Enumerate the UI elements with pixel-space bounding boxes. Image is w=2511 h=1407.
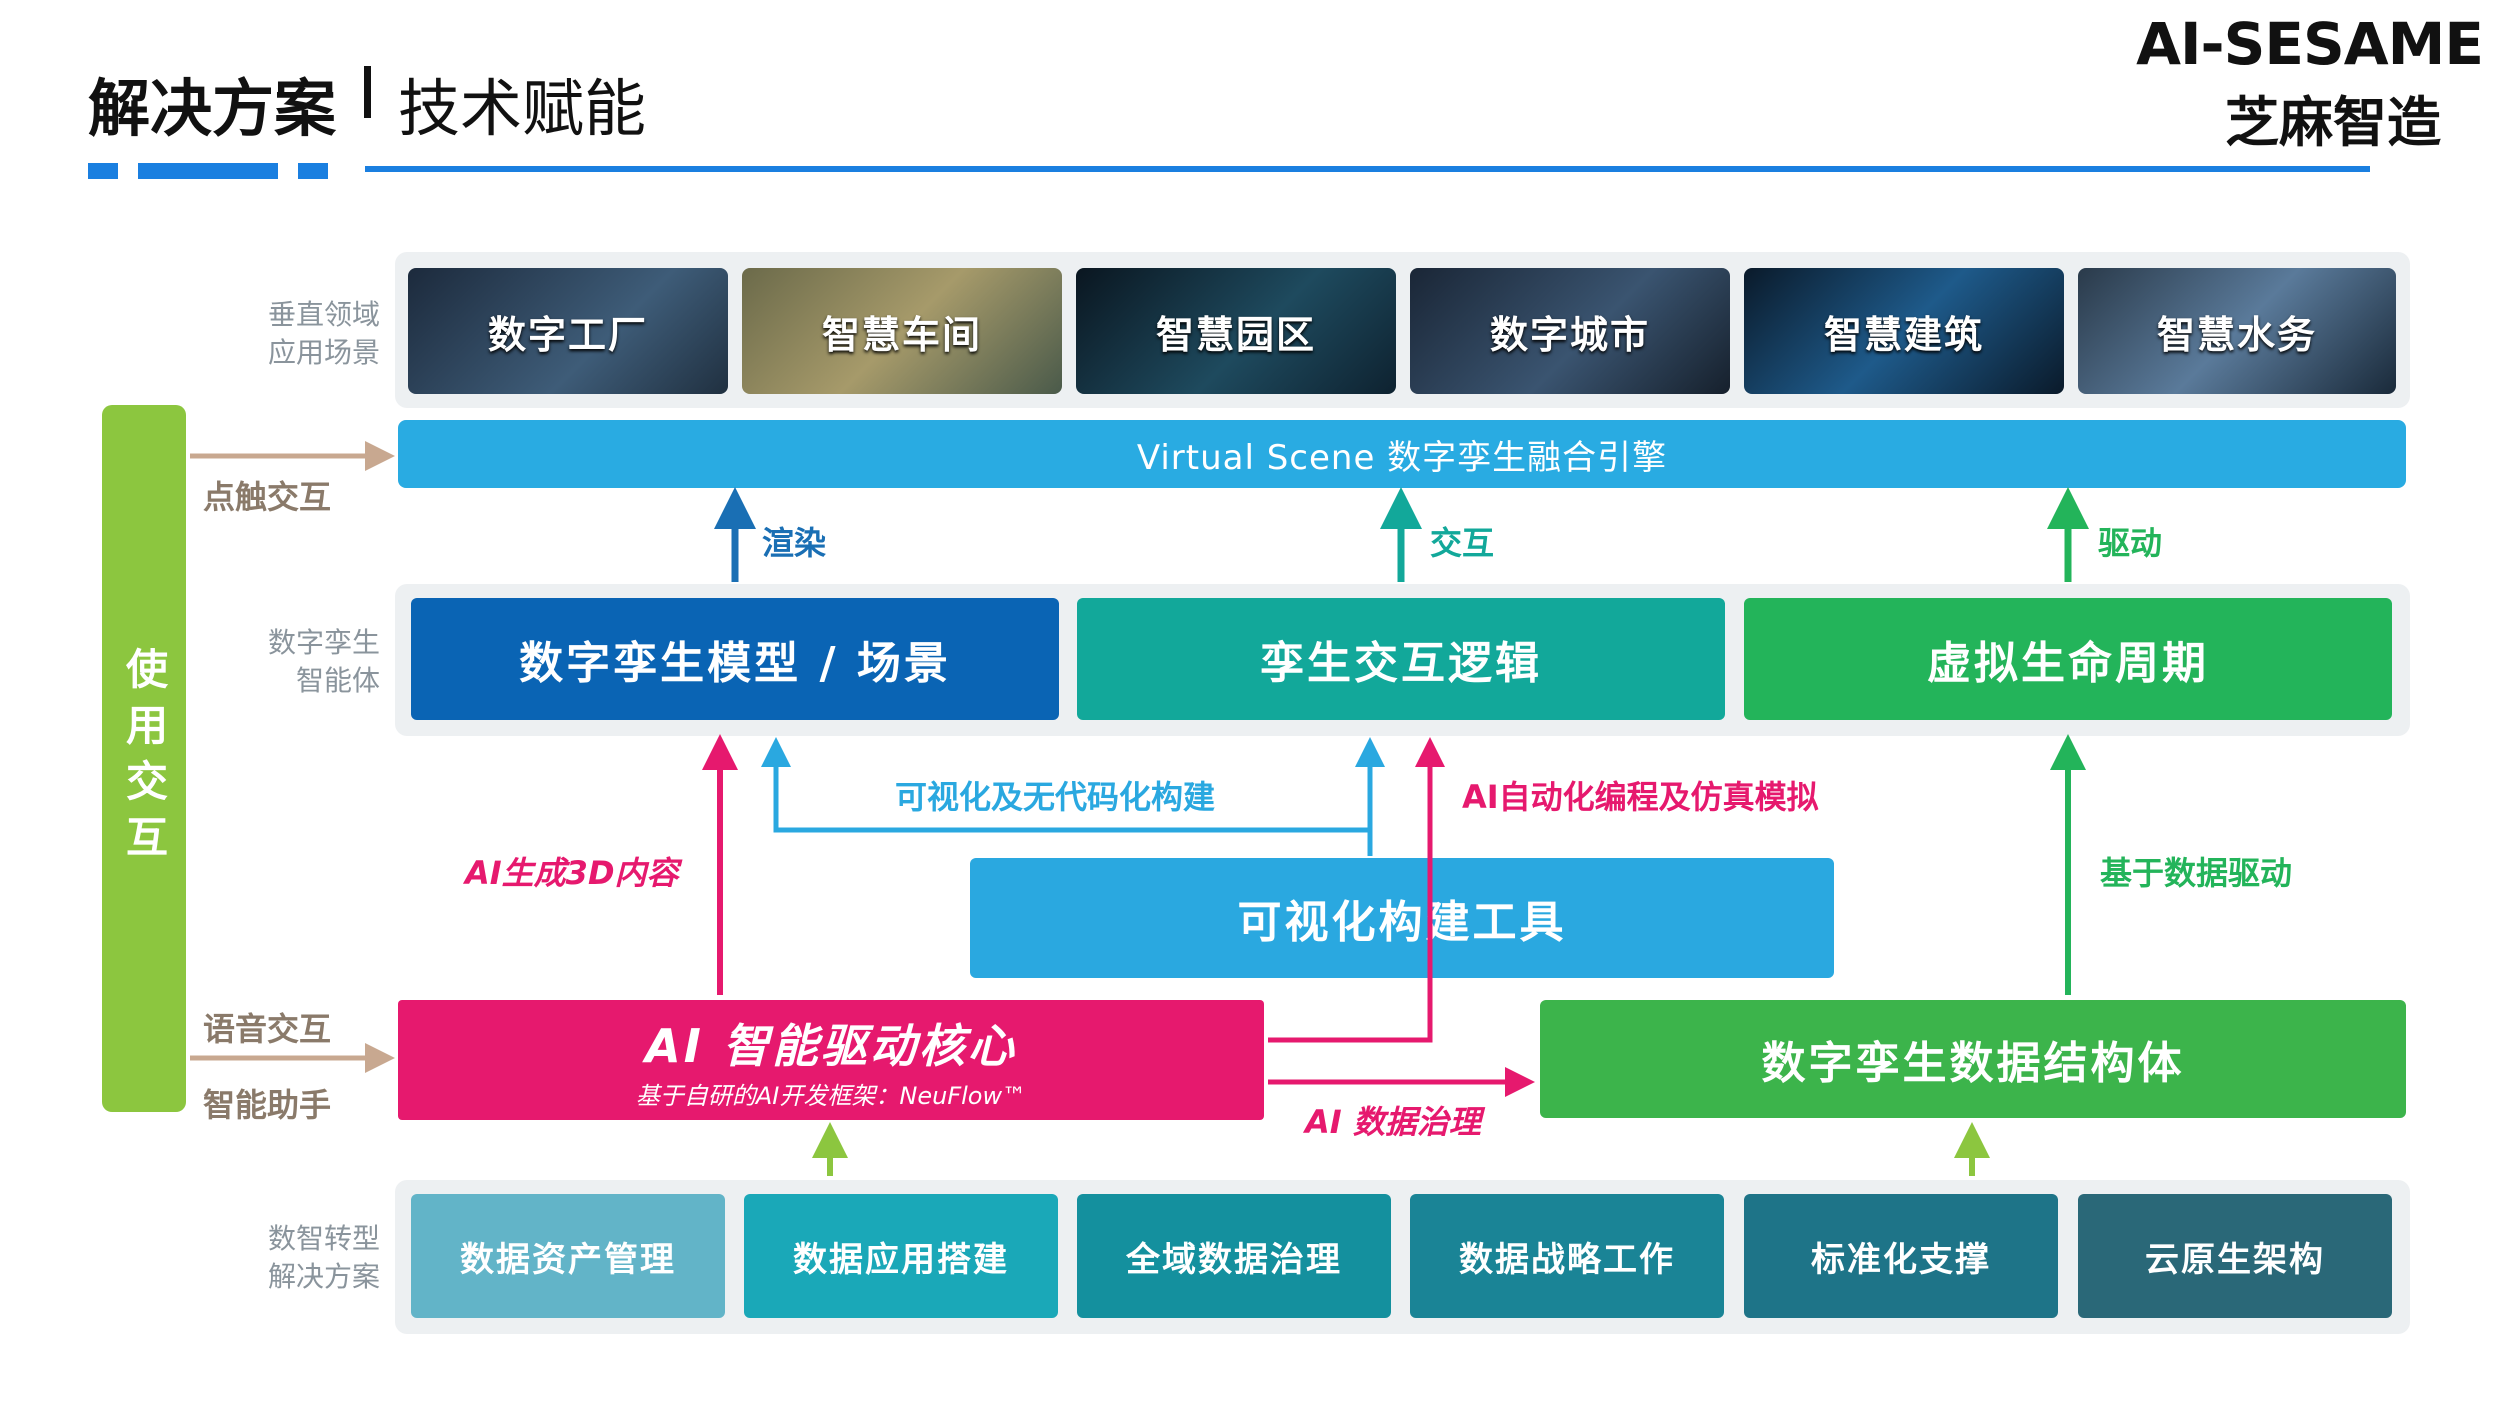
voice-interaction-label: 语音交互 (203, 1010, 332, 1048)
scene-tile-digital-city[interactable]: 数字城市 (1410, 268, 1730, 394)
box-label: 数据战略工作 (1459, 1239, 1675, 1280)
scene-label: 智慧水务 (2156, 312, 2317, 357)
scene-label: 智慧建筑 (1823, 312, 1984, 357)
ai-governance-label: AI 数据治理 (1305, 1103, 1481, 1141)
page-title-primary: 解决方案 (88, 72, 337, 145)
scene-tile-smart-workshop[interactable]: 智慧车间 (742, 268, 1062, 394)
label-vertical-scenarios: 垂直领域 应用场景 (230, 296, 380, 372)
touch-interaction-label: 点触交互 (203, 478, 332, 516)
box-label: 数据资产管理 (460, 1239, 676, 1280)
ai-core-title: AI 智能驱动核心 (645, 1018, 1017, 1073)
scene-label: 数字工厂 (487, 312, 648, 357)
box-label: 可视化构建工具 (1237, 897, 1567, 948)
engine-label: Virtual Scene 数字孪生融合引擎 (1136, 437, 1668, 478)
label-line: 垂直领域 应用场景 (267, 298, 380, 369)
deco-bar-1 (88, 163, 118, 179)
brand-name-cn: 芝麻智造 (2225, 91, 2441, 154)
scene-tile-digital-factory[interactable]: 数字工厂 (408, 268, 728, 394)
transform-panel (395, 1180, 2410, 1334)
title-separator (364, 66, 371, 118)
header-divider (365, 166, 2370, 172)
twin-data-structure-box: 数字孪生数据结构体 (1540, 1000, 2406, 1118)
ai-auto-label: AI自动化编程及仿真模拟 (1462, 778, 1819, 816)
box-label: 数字孪生模型 / 场景 (519, 638, 951, 689)
standardization-box: 标准化支撑 (1744, 1194, 2058, 1318)
twin-model-scene-box: 数字孪生模型 / 场景 (411, 598, 1059, 720)
box-label: 孪生交互逻辑 (1260, 638, 1542, 689)
smart-assistant-label: 智能助手 (203, 1086, 332, 1124)
scene-label: 智慧车间 (821, 312, 982, 357)
label-digital-transform: 数智转型 解决方案 (230, 1220, 380, 1296)
data-asset-management-box: 数据资产管理 (411, 1194, 725, 1318)
page-title-secondary: 技术赋能 (398, 72, 647, 145)
visual-build-tool-box: 可视化构建工具 (970, 858, 1834, 978)
virtual-scene-engine: Virtual Scene 数字孪生融合引擎 (398, 420, 2406, 488)
ai-core-subtitle: 基于自研的AI开发框架：NeuFlow™ (635, 1081, 1027, 1110)
cloud-native-box: 云原生架构 (2078, 1194, 2392, 1318)
global-data-governance-box: 全域数据治理 (1077, 1194, 1391, 1318)
scene-tile-smart-water[interactable]: 智慧水务 (2078, 268, 2396, 394)
scene-tile-smart-building[interactable]: 智慧建筑 (1744, 268, 2064, 394)
label-twin-agent: 数字孪生 智能体 (230, 624, 380, 700)
virtual-lifecycle-box: 虚拟生命周期 (1744, 598, 2392, 720)
label-line: 数字孪生 智能体 (267, 626, 380, 697)
render-label: 渲染 (762, 524, 827, 562)
deco-bar-3 (298, 163, 328, 179)
deco-bar-2 (138, 163, 278, 179)
scene-label: 数字城市 (1489, 312, 1650, 357)
box-label: 云原生架构 (2145, 1239, 2325, 1280)
data-driven-label: 基于数据驱动 (2100, 854, 2293, 892)
label-line: 数智转型 解决方案 (267, 1222, 380, 1293)
scene-panel (395, 252, 2410, 408)
ai-3d-label: AI生成3D内容 (465, 854, 679, 892)
visual-nocode-label: 可视化及无代码化构建 (895, 778, 1216, 816)
drive-label: 驱动 (2098, 524, 2163, 562)
box-label: 虚拟生命周期 (1927, 638, 2209, 689)
data-app-building-box: 数据应用搭建 (744, 1194, 1058, 1318)
box-label: 全域数据治理 (1126, 1239, 1342, 1280)
brand-name-en: AI-SESAME (2136, 10, 2484, 78)
scene-tile-smart-park[interactable]: 智慧园区 (1076, 268, 1396, 394)
twin-interaction-logic-box: 孪生交互逻辑 (1077, 598, 1725, 720)
interaction-bar: 使用交互 (102, 405, 186, 1112)
interact-label: 交互 (1430, 524, 1495, 562)
box-label: 标准化支撑 (1811, 1239, 1991, 1280)
box-label: 数字孪生数据结构体 (1761, 1038, 2185, 1089)
interaction-bar-label: 使用交互 (119, 646, 169, 871)
ai-auto-path (1268, 737, 1445, 1043)
scene-label: 智慧园区 (1155, 312, 1316, 357)
data-strategy-box: 数据战略工作 (1410, 1194, 1724, 1318)
ai-core-box: AI 智能驱动核心 基于自研的AI开发框架：NeuFlow™ (398, 1000, 1264, 1120)
box-label: 数据应用搭建 (793, 1239, 1009, 1280)
